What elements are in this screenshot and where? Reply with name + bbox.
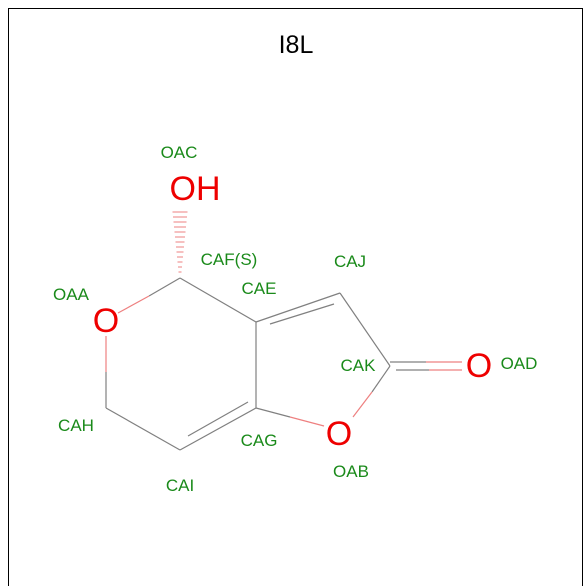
hydroxyl-symbol: OH [170,170,221,208]
bond-cae-caf [179,277,257,323]
diagram-frame [8,8,583,586]
bond-cai-cag [179,407,257,451]
bond-cak-oab [371,365,391,393]
bond-cae-caj-inner [269,303,335,325]
atom-label-cah: CAH [58,416,94,435]
atom-label-oab: OAB [333,462,369,481]
atom-label-cag: CAG [241,431,278,450]
bond-oab-cag [255,407,291,418]
bond-caj-cak [339,292,391,367]
bond-cae-caj [255,292,341,323]
bonds [105,277,462,451]
bond-cai-cag-inner [187,401,249,437]
lactone-oxygen-symbol: O [326,415,352,453]
atom-label-oaa: OAA [53,285,90,304]
atom-label-cak: CAK [341,356,377,375]
bond-cah-cai [105,407,181,451]
ring-oxygen-symbol: O [93,302,119,340]
bond-oab-cag-hetero [289,416,325,427]
atom-label-cae: CAE [242,279,277,298]
atom-label-oad: OAD [501,354,538,373]
bond-caf-oaa-hetero [117,295,150,314]
bond-caf-oaa [148,277,181,297]
atom-label-caj: CAJ [334,252,366,271]
stereo-hash-bond [172,211,188,273]
molecule-title: I8L [279,31,314,59]
carbonyl-oxygen-symbol: O [466,347,492,385]
atom-label-cai: CAI [166,476,194,495]
bond-cak-oab-hetero [352,391,373,418]
atom-label-oac: OAC [161,143,198,162]
atom-label-caf: CAF(S) [201,250,258,269]
